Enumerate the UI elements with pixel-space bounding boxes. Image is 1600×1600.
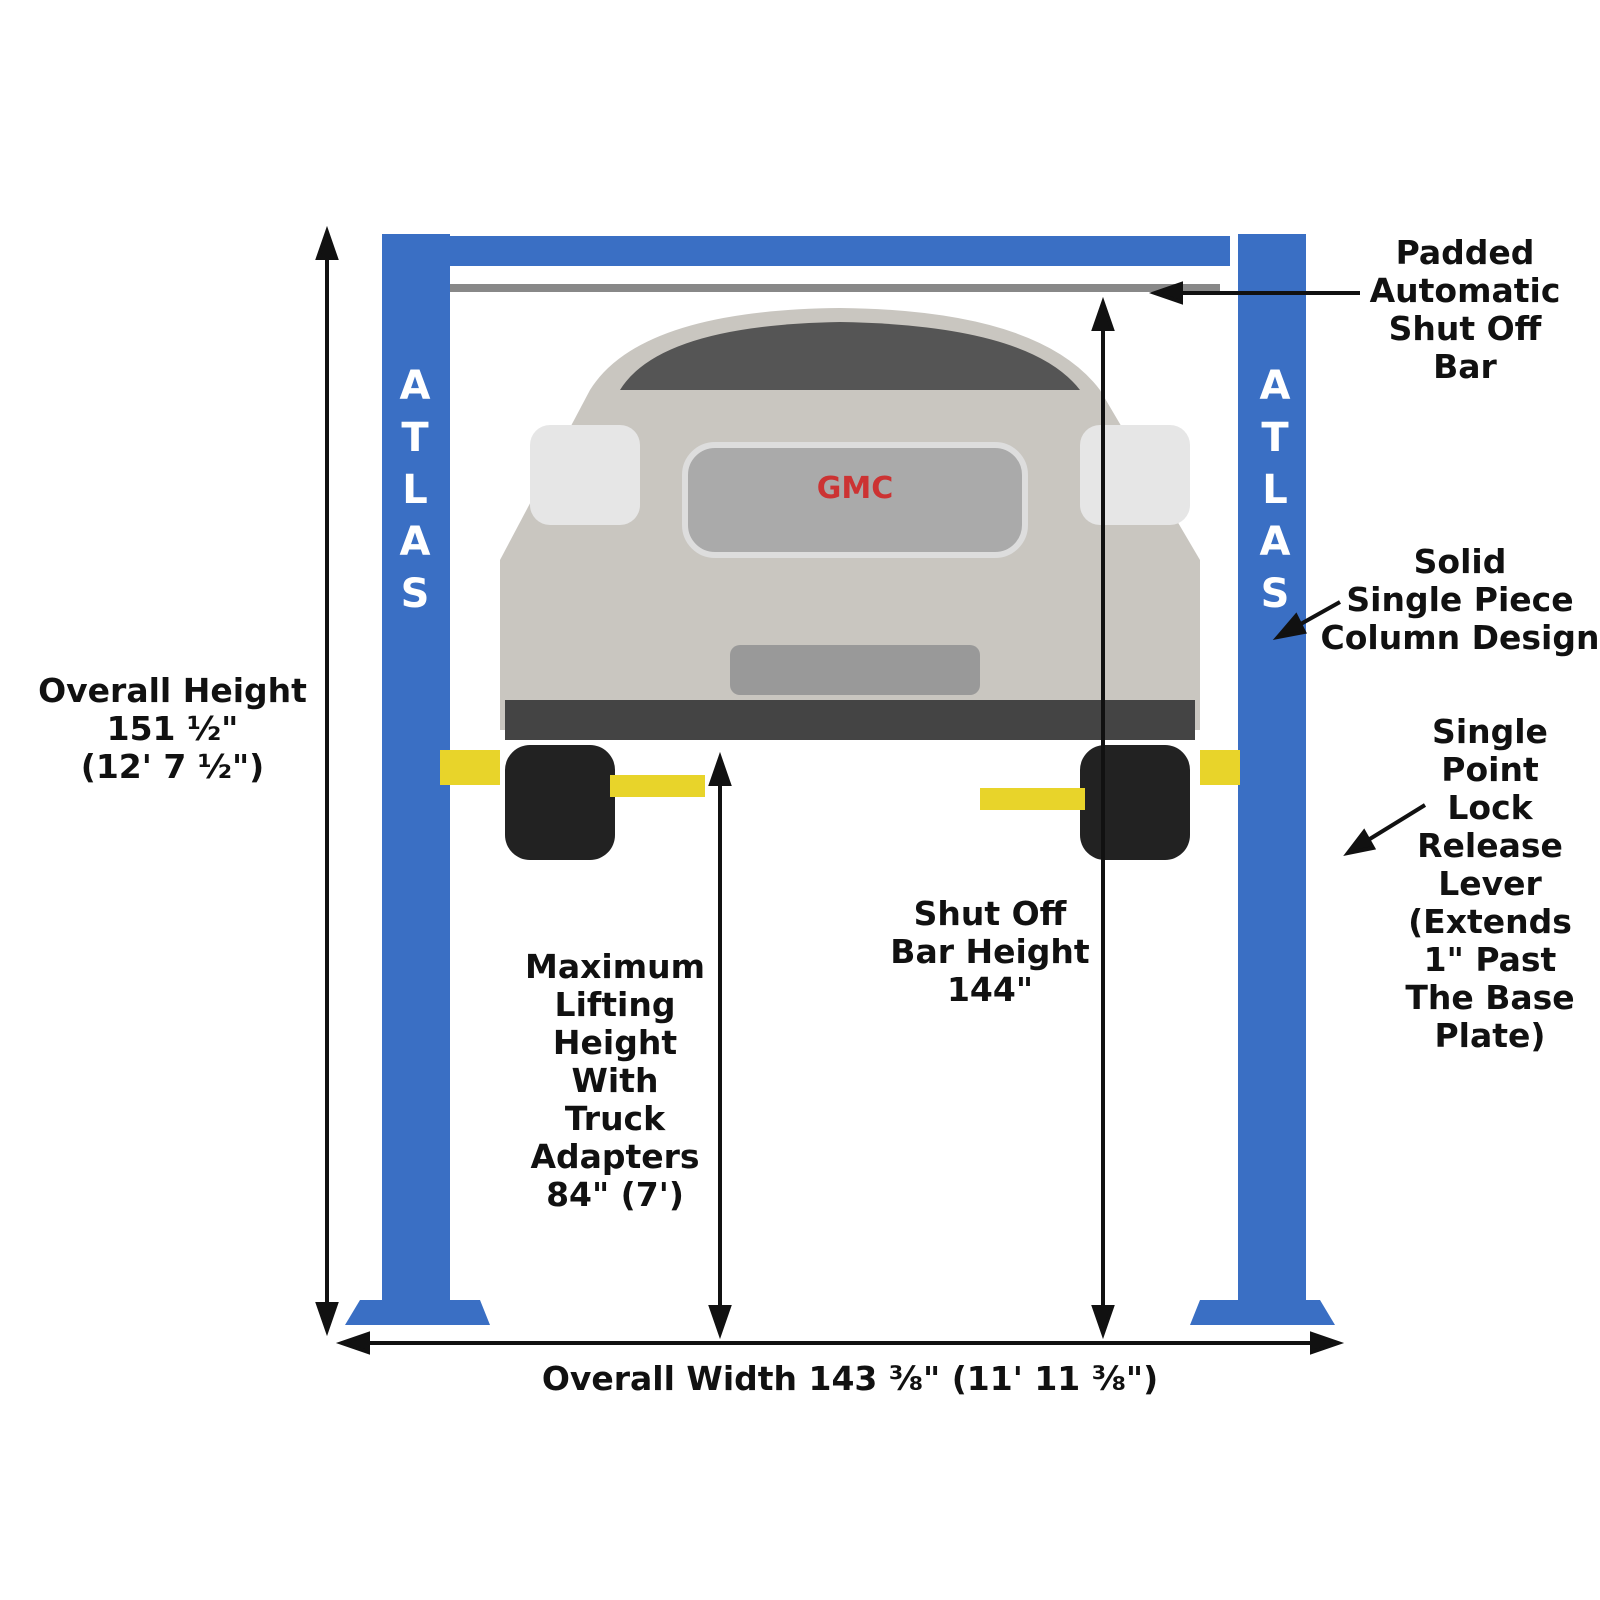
left-column xyxy=(382,234,450,1314)
label-shutoff-height: Shut Off Bar Height 144" xyxy=(890,894,1090,1009)
vehicle-badge: GMC xyxy=(816,471,894,506)
right-column xyxy=(1238,234,1306,1314)
vehicle xyxy=(500,308,1200,860)
label-lock-release: Single Point Lock Release Lever (Extends… xyxy=(1405,712,1575,1055)
shutoff-bar xyxy=(450,284,1220,292)
label-overall-height: Overall Height 151 ½" (12' 7 ½") xyxy=(38,671,307,786)
left-lift-arm xyxy=(440,750,500,785)
label-padded-bar: Padded Automatic Shut Off Bar xyxy=(1369,233,1561,386)
label-max-lift-height: Maximum Lifting Height With Truck Adapte… xyxy=(525,947,705,1214)
right-lift-arm xyxy=(1200,750,1240,785)
label-solid-column: Solid Single Piece Column Design xyxy=(1320,542,1600,657)
top-beam xyxy=(440,236,1230,266)
atlas-logo-left: A T L A S xyxy=(399,363,431,617)
label-overall-width: Overall Width 143 ⅜" (11' 11 ⅜") xyxy=(541,1359,1159,1398)
dimension-arrows xyxy=(315,225,1427,1355)
atlas-logo-right: A T L A S xyxy=(1259,363,1291,617)
left-base-plate xyxy=(345,1300,490,1325)
right-lift-pad xyxy=(980,788,1085,810)
right-base-plate xyxy=(1190,1300,1335,1325)
left-lift-pad xyxy=(610,775,705,797)
